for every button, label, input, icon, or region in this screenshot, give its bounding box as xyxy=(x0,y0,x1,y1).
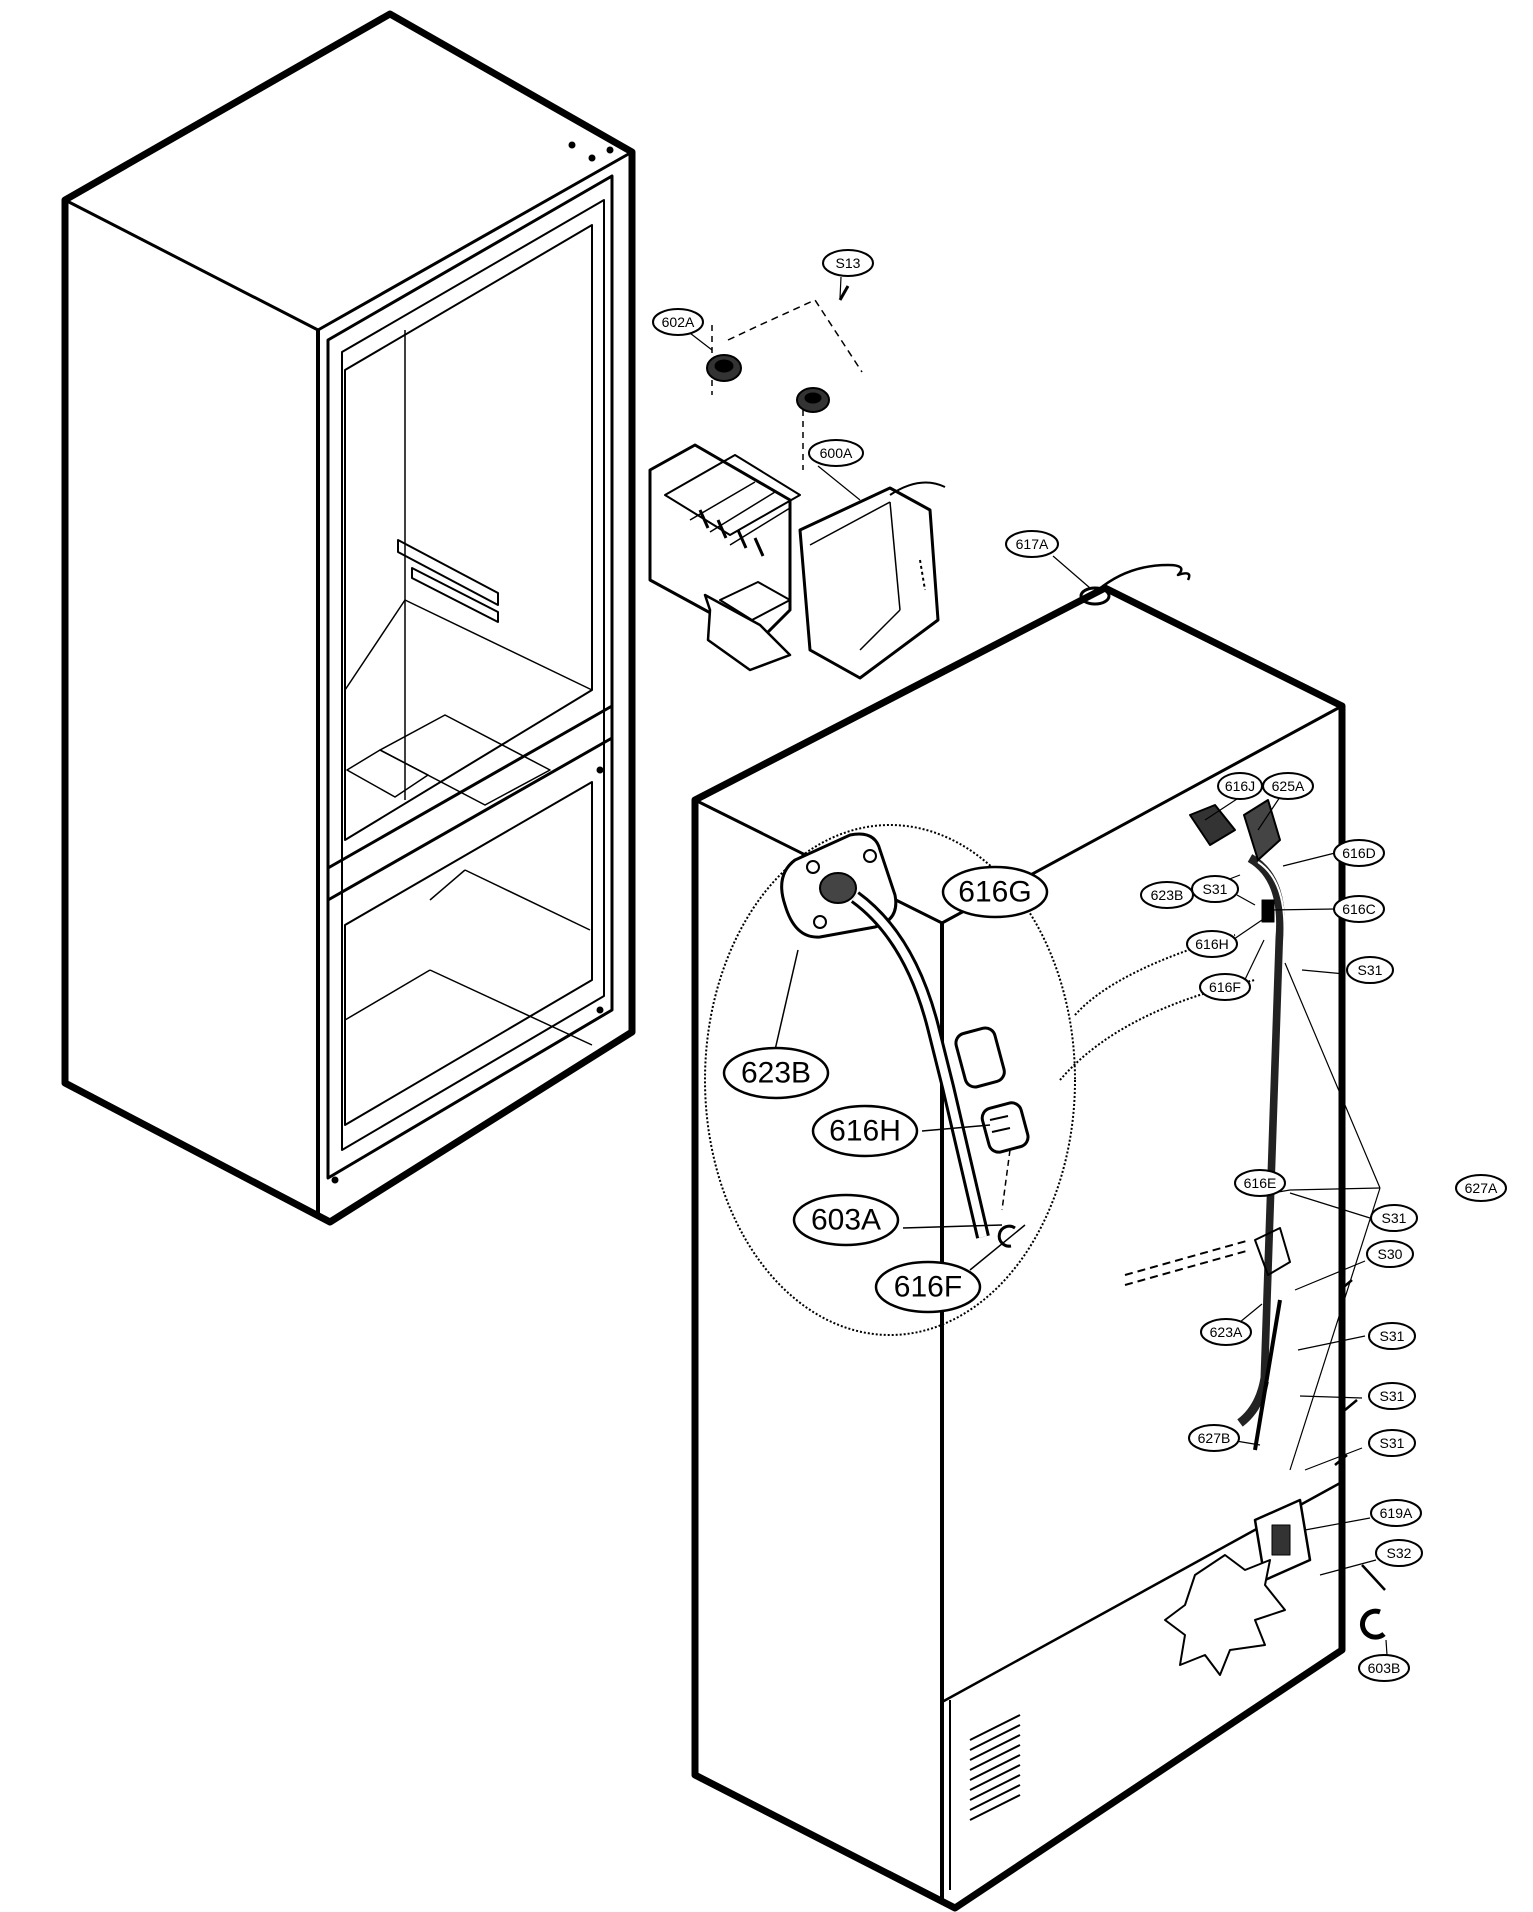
svg-text:616F: 616F xyxy=(894,1271,962,1304)
svg-text:S30: S30 xyxy=(1378,1246,1403,1262)
label-623a: 623A xyxy=(1200,1318,1252,1346)
label-616j: 616J xyxy=(1217,772,1263,800)
svg-text:S31: S31 xyxy=(1380,1328,1405,1344)
part-labels: S13 602A 600A 617A 616J 625A 616D 623B xyxy=(652,249,1507,1682)
label-s32: S32 xyxy=(1375,1539,1423,1567)
svg-text:625A: 625A xyxy=(1272,778,1305,794)
label-617a: 617A xyxy=(1005,530,1059,558)
label-627a: 627A xyxy=(1455,1174,1507,1202)
svg-text:616H: 616H xyxy=(829,1115,901,1148)
label-616c: 616C xyxy=(1333,895,1385,923)
label-s31-a: S31 xyxy=(1346,956,1394,984)
label-s31-b: S31 xyxy=(1370,1204,1418,1232)
ice-maker-assembly xyxy=(648,285,946,680)
label-623b-small: 623B xyxy=(1140,881,1194,909)
svg-text:S31: S31 xyxy=(1380,1388,1405,1404)
label-619a: 619A xyxy=(1370,1499,1422,1527)
label-603a-large: 603A xyxy=(792,1193,900,1247)
label-602a: 602A xyxy=(652,308,704,336)
svg-text:600A: 600A xyxy=(820,445,853,461)
svg-text:616E: 616E xyxy=(1244,1175,1277,1191)
svg-text:603B: 603B xyxy=(1368,1660,1401,1676)
svg-text:616H: 616H xyxy=(1195,936,1228,952)
svg-text:S31: S31 xyxy=(1380,1435,1405,1451)
label-s30: S30 xyxy=(1366,1240,1414,1268)
svg-text:616D: 616D xyxy=(1342,845,1375,861)
label-616e: 616E xyxy=(1234,1169,1286,1197)
rear-cabinet xyxy=(691,563,1386,1912)
label-616d: 616D xyxy=(1333,839,1385,867)
label-s13: S13 xyxy=(822,249,874,277)
label-s31-e: S31 xyxy=(1368,1429,1416,1457)
detail-labels: 616G 623B 616H 603A 616F xyxy=(722,865,1049,1314)
front-cabinet xyxy=(61,10,636,1226)
label-600a: 600A xyxy=(808,439,864,467)
svg-text:619A: 619A xyxy=(1380,1505,1413,1521)
label-616g-large: 616G xyxy=(941,865,1049,919)
svg-text:616G: 616G xyxy=(958,876,1031,909)
label-616h-large: 616H xyxy=(811,1104,919,1158)
label-616f-small: 616F xyxy=(1199,973,1251,1001)
label-s31-top: S31 xyxy=(1191,875,1239,903)
svg-text:S31: S31 xyxy=(1203,881,1228,897)
svg-text:S32: S32 xyxy=(1387,1545,1412,1561)
label-625a: 625A xyxy=(1262,772,1314,800)
label-616f-large: 616F xyxy=(874,1260,982,1314)
svg-text:616J: 616J xyxy=(1225,778,1255,794)
svg-text:616C: 616C xyxy=(1342,901,1375,917)
detail-callout xyxy=(704,824,1256,1336)
svg-text:S13: S13 xyxy=(836,255,861,271)
label-623b-large: 623B xyxy=(722,1046,830,1100)
svg-text:S31: S31 xyxy=(1382,1210,1407,1226)
svg-text:616F: 616F xyxy=(1209,979,1241,995)
label-s31-c: S31 xyxy=(1368,1322,1416,1350)
svg-text:623B: 623B xyxy=(741,1057,811,1090)
svg-text:602A: 602A xyxy=(662,314,695,330)
svg-text:623B: 623B xyxy=(1151,887,1184,903)
svg-text:623A: 623A xyxy=(1210,1324,1243,1340)
label-616h-small: 616H xyxy=(1186,930,1238,958)
label-s31-d: S31 xyxy=(1368,1382,1416,1410)
svg-text:617A: 617A xyxy=(1016,536,1049,552)
svg-text:627A: 627A xyxy=(1465,1180,1498,1196)
svg-text:S31: S31 xyxy=(1358,962,1383,978)
label-603b: 603B xyxy=(1358,1654,1410,1682)
svg-text:603A: 603A xyxy=(811,1204,881,1237)
label-627b: 627B xyxy=(1188,1424,1240,1452)
svg-text:627B: 627B xyxy=(1198,1430,1231,1446)
